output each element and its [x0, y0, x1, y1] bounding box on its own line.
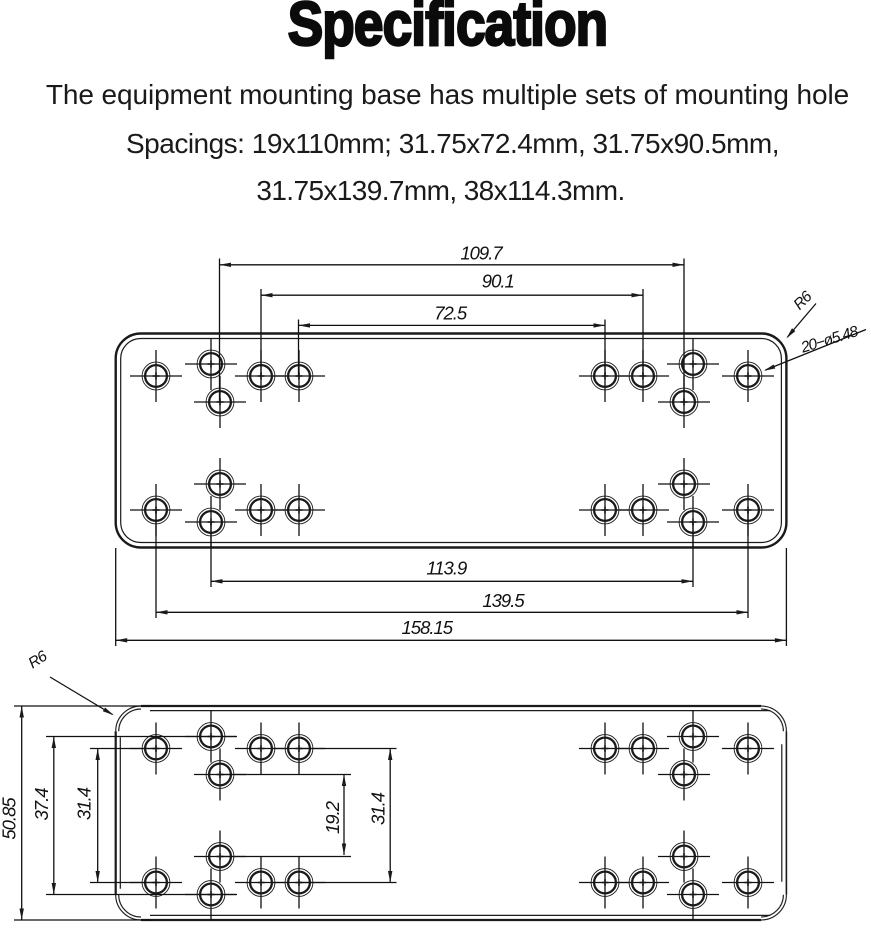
svg-text:109.7: 109.7: [460, 243, 503, 264]
svg-text:R6: R6: [790, 288, 816, 314]
svg-text:19.2: 19.2: [322, 800, 343, 834]
svg-text:R6: R6: [25, 647, 50, 672]
svg-text:72.5: 72.5: [434, 303, 468, 324]
svg-text:113.9: 113.9: [426, 557, 467, 578]
svg-text:50.85: 50.85: [0, 797, 20, 840]
svg-text:20−ø5.48: 20−ø5.48: [798, 323, 861, 357]
svg-text:31.4: 31.4: [74, 787, 95, 820]
svg-text:90.1: 90.1: [482, 271, 514, 292]
svg-text:139.5: 139.5: [482, 590, 525, 611]
svg-text:31.4: 31.4: [368, 792, 389, 825]
svg-text:37.4: 37.4: [31, 788, 52, 821]
svg-text:158.15: 158.15: [402, 617, 454, 638]
